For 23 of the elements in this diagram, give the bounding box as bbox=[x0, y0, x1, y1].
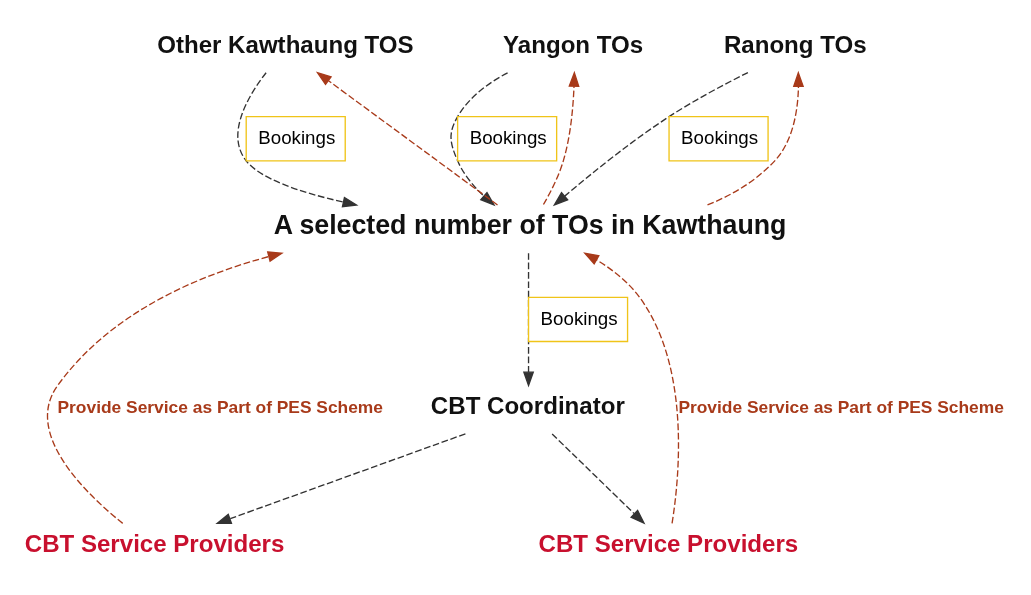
arrow bbox=[47, 250, 284, 524]
arrow bbox=[551, 432, 646, 525]
arrow bbox=[542, 70, 580, 205]
node-text: Yangon TOs bbox=[503, 30, 644, 58]
edge-label: Provide Service as Part of PES Scheme bbox=[678, 396, 1004, 417]
arrow bbox=[237, 71, 359, 207]
node-text: CBT Coordinator bbox=[430, 391, 625, 419]
node-text: CBT Service Providers bbox=[24, 529, 285, 557]
node-text: Other Kawthaung TOS bbox=[157, 30, 414, 58]
arrow bbox=[450, 71, 509, 206]
edge-label: Bookings bbox=[469, 126, 547, 148]
node-text: A selected number of TOs in Kawthaung bbox=[273, 209, 787, 240]
edge-label: Bookings bbox=[258, 126, 336, 148]
arrow bbox=[315, 71, 499, 206]
edge-label: Bookings bbox=[540, 307, 618, 329]
edge-label: Provide Service as Part of PES Scheme bbox=[57, 396, 383, 417]
arrow bbox=[706, 70, 805, 206]
arrow bbox=[215, 432, 467, 524]
arrow bbox=[583, 251, 680, 524]
node-text: Ranong TOs bbox=[723, 30, 867, 58]
arrow bbox=[552, 71, 749, 206]
node-text: CBT Service Providers bbox=[538, 529, 799, 557]
edge-label: Bookings bbox=[681, 126, 759, 148]
